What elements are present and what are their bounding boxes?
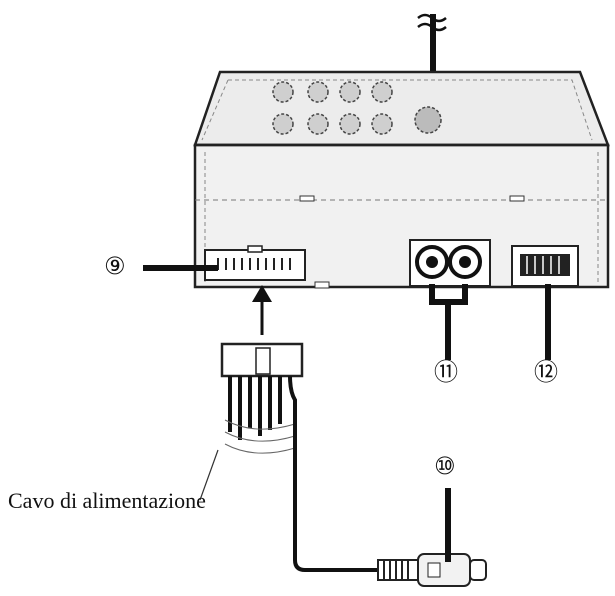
leader-11: [429, 284, 468, 360]
dial: [371, 113, 393, 135]
dial: [339, 81, 361, 103]
callout-9: ⑨: [104, 252, 126, 280]
output-connector-port: [511, 245, 579, 287]
dial: [272, 113, 294, 135]
dial: [307, 113, 329, 135]
callout-10: ⑩: [434, 452, 456, 480]
dial: [371, 81, 393, 103]
arrow-up-icon: [252, 285, 272, 335]
harness-plug: [220, 342, 304, 454]
break-symbol-icon: [417, 13, 447, 23]
cable-to-10: [288, 375, 380, 572]
power-connector-port: [204, 245, 306, 281]
rca-jacks: [409, 239, 491, 287]
callout-12: ⑫: [534, 358, 558, 386]
dial: [307, 81, 329, 103]
vent-grille: [414, 106, 442, 134]
dial: [339, 113, 361, 135]
power-cable-caption: Cavo di alimentazione: [8, 488, 206, 513]
dial: [272, 81, 294, 103]
top-dials: [272, 81, 442, 135]
top-cable: [417, 13, 447, 72]
callout-11: ⑪: [434, 358, 458, 386]
mini-din-plug: [377, 553, 487, 587]
